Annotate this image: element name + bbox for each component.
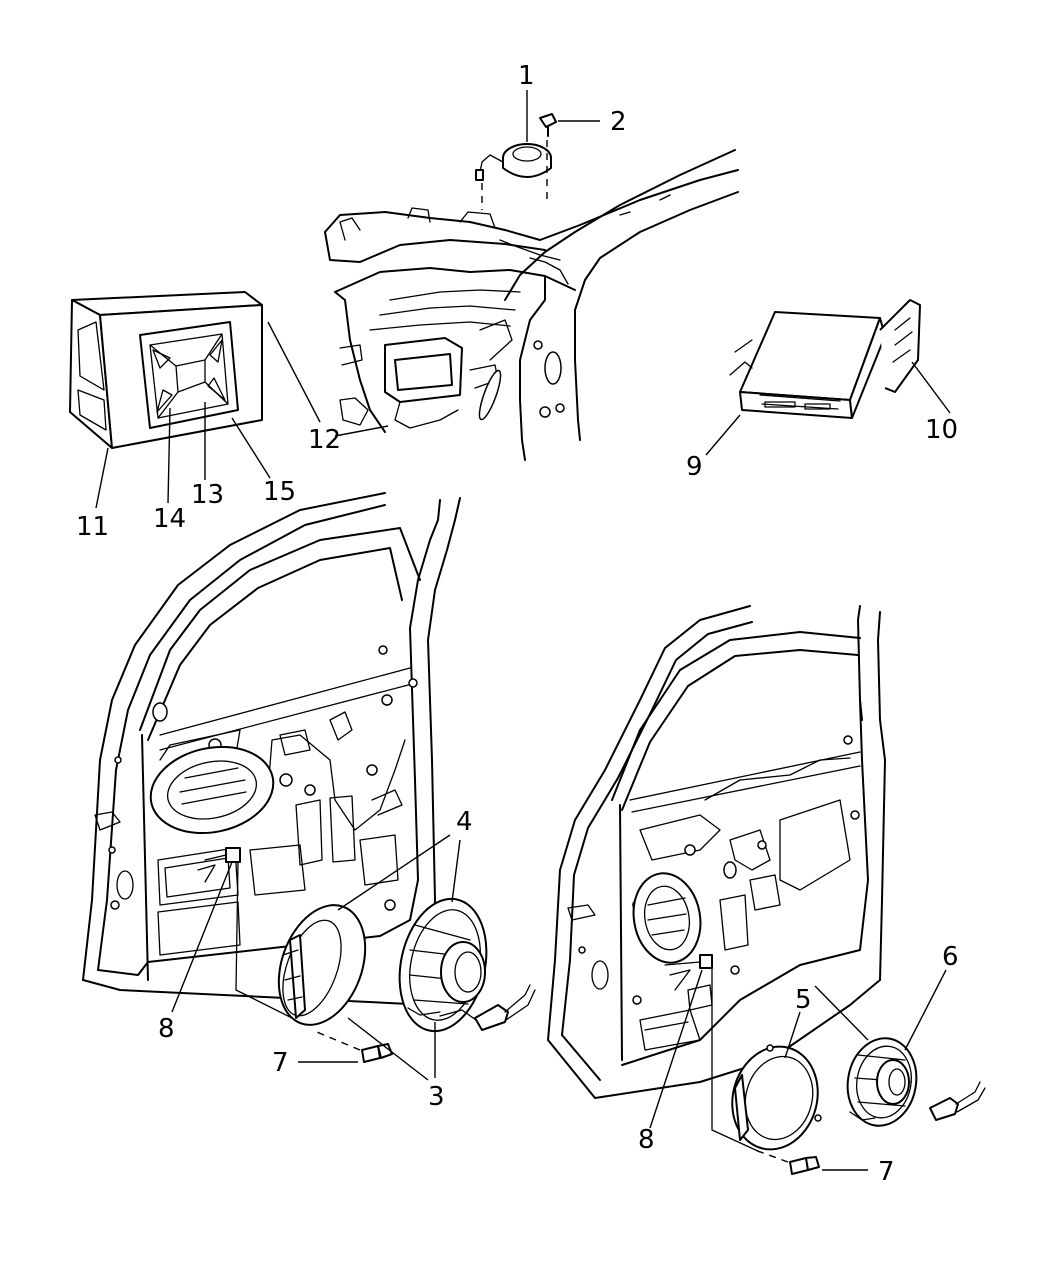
callout-4: 4 xyxy=(456,807,473,837)
front-door-frame xyxy=(82,492,461,1006)
rear-speaker-connector xyxy=(929,1081,986,1121)
rear-door-frame xyxy=(547,605,886,1099)
callout-1: 1 xyxy=(518,61,535,91)
callout-3: 3 xyxy=(428,1082,445,1112)
front-speaker-spacer xyxy=(277,904,367,1026)
callout-7-rear: 7 xyxy=(878,1157,895,1187)
callout-14: 14 xyxy=(153,504,186,534)
callout-12: 12 xyxy=(308,425,341,455)
callout-15: 15 xyxy=(263,477,296,507)
callout-9: 9 xyxy=(686,452,703,482)
tweeter-screw xyxy=(539,113,557,137)
rear-speaker-spacer xyxy=(731,1044,822,1151)
front-door-speaker xyxy=(398,897,488,1033)
rear-speaker-screw xyxy=(789,1156,820,1175)
callout-6: 6 xyxy=(942,942,959,972)
rear-door-connector xyxy=(664,954,713,991)
rear-door-speaker xyxy=(846,1037,918,1127)
callout-labels: 1 2 3 3 4 5 6 7 7 8 8 9 10 11 12 13 14 1… xyxy=(76,61,959,1187)
callout-13: 13 xyxy=(191,480,224,510)
callout-11: 11 xyxy=(76,512,109,542)
callout-10: 10 xyxy=(925,415,958,445)
callout-5: 5 xyxy=(795,985,812,1015)
front-speaker-connector xyxy=(474,984,536,1031)
amplifier-module xyxy=(729,299,921,419)
callout-2: 2 xyxy=(610,107,627,137)
front-door-connector xyxy=(197,847,241,883)
front-speaker-screw xyxy=(361,1043,393,1063)
rear-door-speaker-opening xyxy=(632,872,702,964)
leader-lines xyxy=(95,90,951,1171)
dash-tweeter-speaker xyxy=(475,143,552,181)
callout-8-rear: 8 xyxy=(638,1125,655,1155)
front-door-speaker-opening xyxy=(149,745,275,835)
subwoofer-enclosure xyxy=(69,291,263,449)
instrument-panel xyxy=(324,149,739,461)
callout-8-front: 8 xyxy=(158,1014,175,1044)
callout-7-front: 7 xyxy=(272,1048,289,1078)
